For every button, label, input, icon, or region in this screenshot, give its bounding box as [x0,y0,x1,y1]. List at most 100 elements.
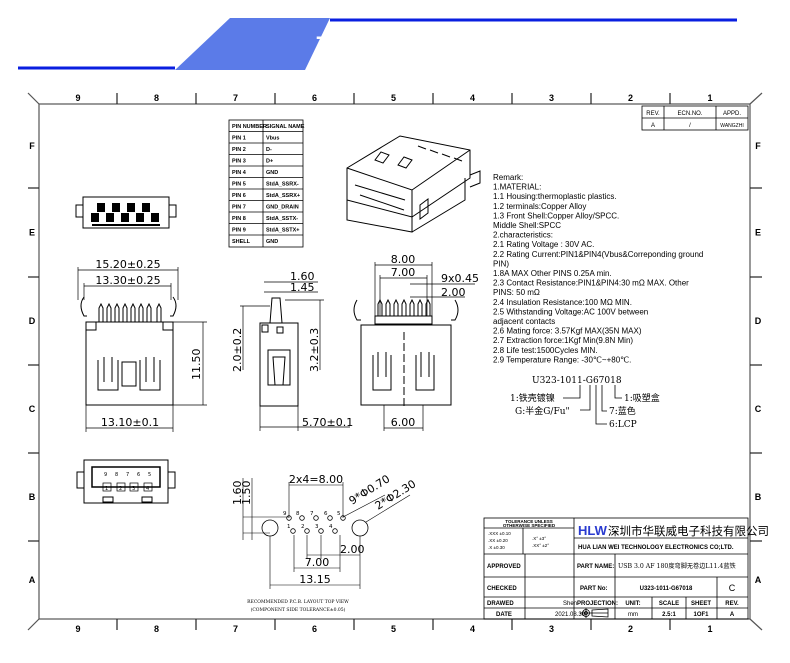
remark-line: 2.1 Rating Voltage : 30V AC. [493,240,594,249]
tol-angle-2: .XX° ±2° [532,543,549,548]
contact-pin [142,203,150,212]
row-label-left: C [29,404,36,414]
signal-name-cell: GND_DRAIN [266,205,299,211]
remark-line: Remark: [493,173,523,182]
row-label-left: A [29,575,36,585]
row-label-left: D [29,316,36,326]
pin-lead [106,302,112,322]
pcb-pin-label: 5 [337,511,341,517]
pcb-pin-label: 1 [287,524,291,530]
front-view-dims: 15.20±0.25 13.30±0.25 13.10±0.1 11.50 [95,258,203,429]
remark-line: 2.characteristics: [493,231,553,240]
column-label-bottom: 5 [391,624,396,634]
column-label-top: 5 [391,93,396,103]
dim-1-45: 1.45 [290,281,315,294]
pcb-pin-label: 8 [296,511,300,517]
pin-number-label: 4 [146,486,149,492]
dim-pcb-1-60: 1.60 [231,481,244,506]
dim-body-width: 13.10±0.1 [101,416,159,429]
pin-lead [417,298,423,316]
tol-xxx: .XXX ±0.10 [488,531,511,536]
approved-label: APPROVED [487,564,521,570]
pcb-caption: RECOMMENDED P.C.B. LAYOUT TOP VIEW (COMP… [247,599,349,613]
pin-table-header: SIGNAL NAME [266,124,305,130]
column-label-top: 2 [628,93,633,103]
signal-name-cell: D+ [266,159,273,165]
signal-name-cell: D- [266,147,272,153]
pcb-pin-label: 9 [283,511,287,517]
pin-number-label: 6 [137,472,140,478]
dim-pcb-2-00: 2.00 [340,543,365,556]
pin-number-label: 8 [115,472,118,478]
dim-2-0: 2.0±0.2 [231,328,244,372]
front-view [77,267,207,432]
appd-value: WANGZHI [720,123,743,129]
pin-number-label: 5 [148,472,151,478]
pin-lead [146,302,152,322]
banner: 产品图纸 [0,0,790,90]
legend-packing: 1:吸塑盒 [624,392,660,404]
pin-number-cell: PIN 9 [232,228,246,234]
remark-line: 2.8 Life test:1500Cycles MIN. [493,346,598,355]
signal-name-cell: StdA_SSTX- [266,216,298,222]
contact-pin [106,213,114,222]
tolerance-title-2: OTHERWISE SPECIFIED [503,523,556,528]
pcb-hole [318,528,324,534]
title-block [483,517,749,620]
pin-lead [385,298,391,316]
pin-number-cell: PIN 7 [232,205,246,211]
part-code-legend: U323-1011-G67018 1:铁壳镀镍 G:半金G/Fu" 6:LCP … [510,376,660,430]
top-face-view [75,196,177,229]
rev-header: REV. [646,111,660,117]
remark-line: 2.4 Insulation Resistance:100 MΩ MIN. [493,298,632,307]
rear-view [353,262,475,431]
title-block-text: TOLERANCE UNLESS OTHERWISE SPECIFIED .XX… [487,519,769,618]
pin-lead [98,302,104,322]
dim-1-60: 1.60 [290,270,315,283]
tol-xx: .XX ±0.20 [488,538,508,543]
ecn-header: ECN.NO. [677,111,702,117]
signal-name-cell: GND [266,170,278,176]
signal-name-cell: GND [266,239,278,245]
sheet-label: SHEET [691,601,711,607]
column-label-bottom: 2 [628,624,633,634]
pcb-dims: 1.60 1.50 2x4=8.00 9*Φ0.70 2*Φ2.30 2.00 … [231,472,418,586]
pin-lead [425,298,431,316]
dim-7-00: 7.00 [391,266,416,279]
pin-number-cell: PIN 5 [232,182,246,188]
pin-number-cell: PIN 8 [232,216,246,222]
remark-line: 2.9 Temperature Range: -30℃~+80℃. [493,355,631,364]
drawing-rev: C [729,583,736,593]
frame-ticks [28,93,762,630]
row-label-left: E [29,228,35,238]
column-label-bottom: 3 [549,624,554,634]
dim-width-inner: 13.30±0.25 [95,274,160,287]
column-label-top: 1 [707,93,712,103]
contact-pin [112,203,120,212]
drawing-frame [27,92,763,631]
pin-box [129,482,139,492]
pin-lead [393,298,399,316]
rev-value: A [651,123,655,129]
remark-line: PIN) [493,259,509,268]
pin-lead [114,302,120,322]
column-label-top: 7 [233,93,238,103]
pcb-pin-label: 3 [315,524,319,530]
pin-lead [130,302,136,322]
dim-pcb-7-00: 7.00 [305,556,330,569]
pcb-hole [327,515,333,521]
pin-lead [122,302,128,322]
contact-pin [151,213,159,222]
sheet-value: 1OF1 [693,612,709,618]
pin-number-cell: SHELL [232,239,251,245]
dim-2-00: 2.00 [441,286,466,299]
scale-label: SCALE [659,601,679,607]
signal-name-cell: StdA_SSRX+ [266,193,300,199]
part-name: USB 3.0 AF 180度弯脚无卷边L11.4蓝铁 [618,562,736,570]
company-name-cn: 深圳市华联威电子科技有限公司 [608,524,769,538]
column-label-top: 3 [549,93,554,103]
signal-name-cell: StdA_SSRX- [266,182,299,188]
pin-box [102,482,112,492]
